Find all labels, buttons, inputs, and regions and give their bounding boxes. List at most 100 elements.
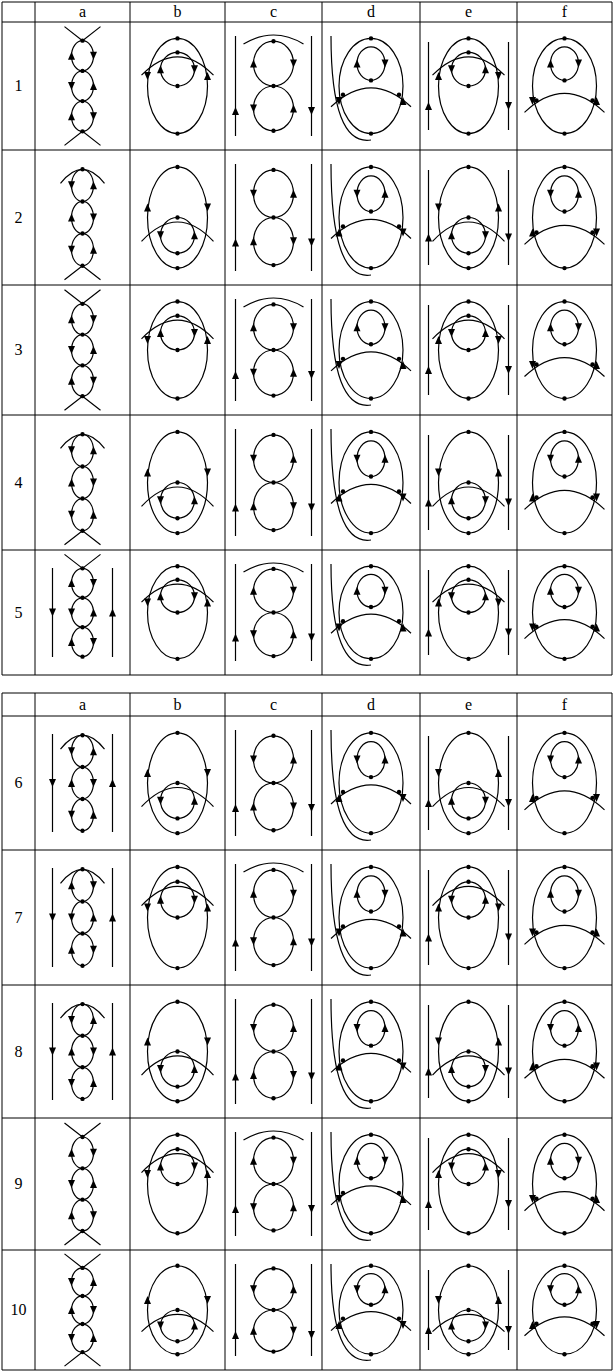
arrow-head — [290, 237, 297, 245]
feynman-diagram — [425, 430, 512, 536]
arrow-head — [68, 811, 75, 819]
vertex-dot — [80, 496, 84, 500]
vertex-dot — [271, 215, 275, 219]
arrow-head — [448, 65, 455, 73]
feynman-diagram — [232, 1131, 315, 1236]
propagator-loop — [161, 783, 195, 818]
row-number: 9 — [15, 1176, 23, 1192]
propagator-line — [244, 298, 304, 307]
propagator-line — [142, 1056, 214, 1075]
vertex-dot — [562, 1231, 566, 1235]
arrow-head — [68, 479, 75, 487]
arrow-head — [191, 231, 198, 239]
propagator-line — [508, 1138, 509, 1230]
arrow-head — [232, 371, 239, 379]
arrow-head — [505, 1200, 512, 1208]
vertex-dot — [534, 1064, 538, 1068]
arrow-head — [448, 592, 455, 600]
arrow-head — [90, 946, 97, 954]
propagator-loop — [357, 176, 385, 212]
arrow-head — [250, 630, 257, 638]
vertex-dot — [175, 1231, 179, 1235]
propagator-line — [235, 864, 236, 971]
vertex-dot — [175, 966, 179, 970]
arrow-head — [157, 65, 164, 73]
propagator-loop — [148, 1135, 208, 1234]
propagator-loop — [72, 169, 94, 201]
propagator-line — [235, 1264, 236, 1356]
arrow-head — [290, 630, 297, 638]
vertex-dot — [562, 731, 566, 735]
vertex-dot — [271, 1349, 275, 1353]
arrow-head — [308, 1331, 315, 1339]
propagator-loop — [72, 1200, 94, 1231]
vertex-dot — [80, 69, 84, 73]
vertex-dot — [466, 251, 470, 255]
vertex-dot — [562, 430, 566, 434]
arrow-head — [191, 496, 198, 504]
vertex-dot — [175, 564, 179, 568]
arrow-head — [354, 587, 361, 595]
vertex-dot — [562, 605, 566, 609]
arrow-head — [482, 496, 489, 504]
vertex-dot — [175, 1264, 179, 1268]
feynman-diagram — [525, 1264, 605, 1357]
propagator-line — [331, 1186, 411, 1205]
feynman-diagram — [331, 429, 411, 540]
vertex-dot — [369, 1043, 373, 1047]
vertex-dot — [271, 610, 275, 614]
arrow-head — [68, 52, 75, 60]
vertex-dot — [175, 1000, 179, 1004]
arrow-head — [505, 499, 512, 507]
propagator-loop — [357, 1274, 385, 1305]
propagator-loop — [72, 71, 94, 101]
arrow-head — [495, 1038, 502, 1046]
grid-line — [517, 2, 518, 675]
propagator-loop — [452, 1149, 486, 1184]
column-header: f — [562, 4, 567, 20]
vertex-dot — [590, 930, 594, 934]
propagator-loop — [254, 350, 294, 396]
grid-line — [2, 693, 3, 1370]
arrow-head — [308, 804, 315, 812]
vertex-dot — [562, 131, 566, 135]
arrow-head — [204, 336, 211, 344]
arrow-head — [575, 1157, 582, 1165]
arrow-head — [232, 504, 239, 512]
feynman-diagram — [425, 1264, 512, 1357]
vertex-dot — [175, 880, 179, 884]
arrow-head — [250, 502, 257, 510]
vertex-dot — [466, 1049, 470, 1053]
propagator-line — [525, 620, 605, 639]
grid-line — [130, 2, 131, 675]
arrow-head — [354, 455, 361, 463]
arrow-head — [204, 1296, 211, 1304]
arrow-head — [68, 315, 75, 323]
arrow-head — [49, 1048, 56, 1056]
vertex-dot — [271, 168, 275, 172]
vertex-dot — [466, 1339, 470, 1343]
feynman-diagram — [331, 564, 411, 665]
propagator-line — [331, 730, 371, 840]
feynman-diagram — [232, 1264, 315, 1356]
grid-line — [322, 2, 323, 675]
arrow-head — [204, 769, 211, 777]
propagator-loop — [551, 1143, 579, 1178]
arrow-head — [68, 1016, 75, 1024]
grid-line — [35, 693, 36, 1370]
feynman-diagram — [425, 865, 512, 971]
vertex-dot — [397, 224, 401, 228]
vertex-dot — [80, 332, 84, 336]
propagator-loop — [533, 1266, 597, 1354]
propagator-loop — [357, 1143, 385, 1178]
propagator-line — [244, 563, 304, 572]
vertex-dot — [369, 78, 373, 82]
propagator-line — [331, 352, 411, 371]
grid-line — [2, 550, 612, 551]
arrow-head — [505, 102, 512, 110]
vertex-dot — [369, 1000, 373, 1004]
vertex-dot — [80, 596, 84, 600]
propagator-loop — [254, 86, 294, 131]
vertex-dot — [590, 1322, 594, 1326]
arrow-head — [232, 239, 239, 247]
